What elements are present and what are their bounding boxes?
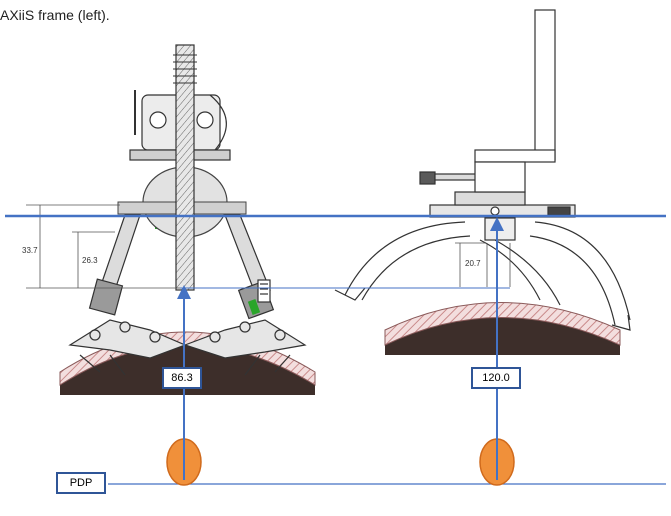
dimension-label-26-3: 26.3 [82,256,98,265]
pdp-label-box: PDP [56,472,106,494]
left-measurement-box: 86.3 [162,367,202,389]
rod-threads [173,54,197,84]
right-measurement-box: 120.0 [471,367,521,389]
right-frame-device: 20.7 [334,9,631,355]
right-skull [384,302,621,355]
dimension-label-20-7: 20.7 [465,259,481,268]
right-green-marker [247,299,261,315]
left-frame-device: 33.7 26.3 [22,44,316,395]
left-dimension-lines [26,204,180,289]
right-dimension-lines [455,242,511,287]
figure-caption: AXiiS frame (left). [0,7,110,23]
left-base-claws [68,319,307,376]
left-frame-legs [88,214,275,320]
right-arc-arms [334,221,631,331]
dimension-label-33-7: 33.7 [22,246,38,255]
central-rod [175,44,195,291]
right-tower [474,9,556,193]
right-platform [419,171,576,241]
